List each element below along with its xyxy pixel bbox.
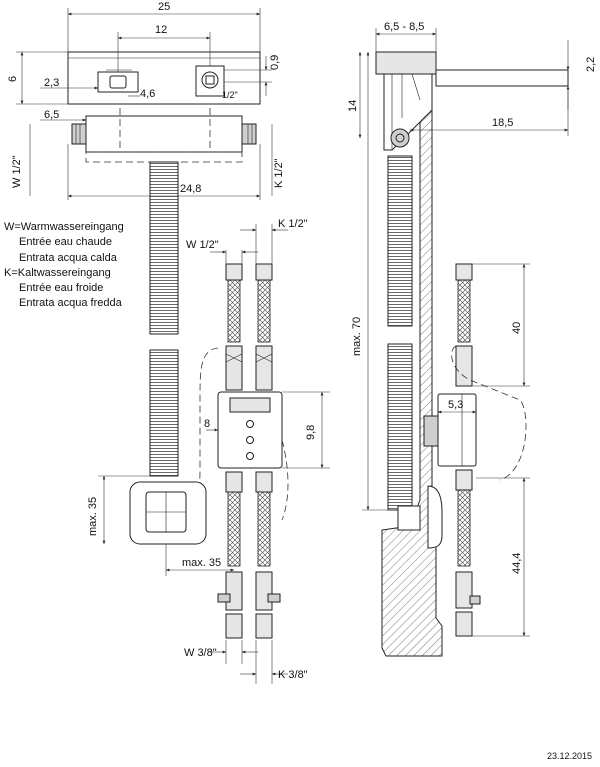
drawing-date: 23.12.2015 xyxy=(546,751,592,761)
dim-height-6: 6 xyxy=(7,76,19,82)
dim-2-2: 2,2 xyxy=(585,57,597,72)
corrugated-pipe-left xyxy=(149,161,179,477)
dim-k-half-hose: K 1/2" xyxy=(278,218,308,230)
dim-9-8: 9,8 xyxy=(305,425,317,440)
dim-max-35-vertical: max. 35 xyxy=(87,497,99,536)
legend: W=Warmwassereingang Entrée eau chaude En… xyxy=(4,220,194,312)
legend-warm-it: Entrata acqua calda xyxy=(19,251,117,264)
dim-6-5: 6,5 xyxy=(44,109,59,121)
dim-24-8: 24,8 xyxy=(180,183,201,195)
dim-w-half-side: W 1/2" xyxy=(11,155,23,188)
dim-5-3: 5,3 xyxy=(448,399,463,411)
dim-width-25: 25 xyxy=(158,1,170,13)
dim-40: 40 xyxy=(511,322,523,334)
legend-warm-title: W=Warmwassereingang xyxy=(4,221,124,233)
dim-w-3-8: W 3/8" xyxy=(184,647,217,659)
side-housing xyxy=(375,51,569,151)
dim-k-half-side: K 1/2" xyxy=(273,158,285,188)
wall-socket xyxy=(129,481,207,545)
dim-18-5: 18,5 xyxy=(492,117,513,129)
dim-max-70: max. 70 xyxy=(351,317,363,356)
thread-label-1-2: 1/2" xyxy=(222,90,238,100)
front-view-housing xyxy=(71,108,257,163)
dim-w-half-hose: W 1/2" xyxy=(186,239,219,251)
dim-width-12: 12 xyxy=(155,24,167,36)
legend-cold-title: K=Kaltwassereingang xyxy=(4,266,111,279)
legend-cold-it: Entrata acqua fredda xyxy=(19,297,122,310)
supply-hoses-upper xyxy=(225,263,273,391)
dim-max-35-horizontal: max. 35 xyxy=(182,557,221,569)
mixer-unit xyxy=(217,391,283,469)
top-view-housing xyxy=(67,51,261,105)
supply-hoses-lower xyxy=(217,471,281,639)
dim-2-3: 2,3 xyxy=(44,77,59,89)
corrugated-pipe-right xyxy=(387,155,413,511)
dim-0-9: 0,9 xyxy=(269,55,281,70)
dim-4-6: 4,6 xyxy=(140,88,155,100)
dim-6-5-to-8-5: 6,5 - 8,5 xyxy=(384,21,424,33)
legend-cold-fr: Entrée eau froide xyxy=(19,282,104,295)
dim-44-4: 44,4 xyxy=(511,553,523,574)
legend-warm-fr: Entrée eau chaude xyxy=(19,236,112,249)
dim-k-3-8: K 3/8" xyxy=(278,669,308,681)
dim-14: 14 xyxy=(347,100,359,112)
dim-8: 8 xyxy=(204,418,210,430)
